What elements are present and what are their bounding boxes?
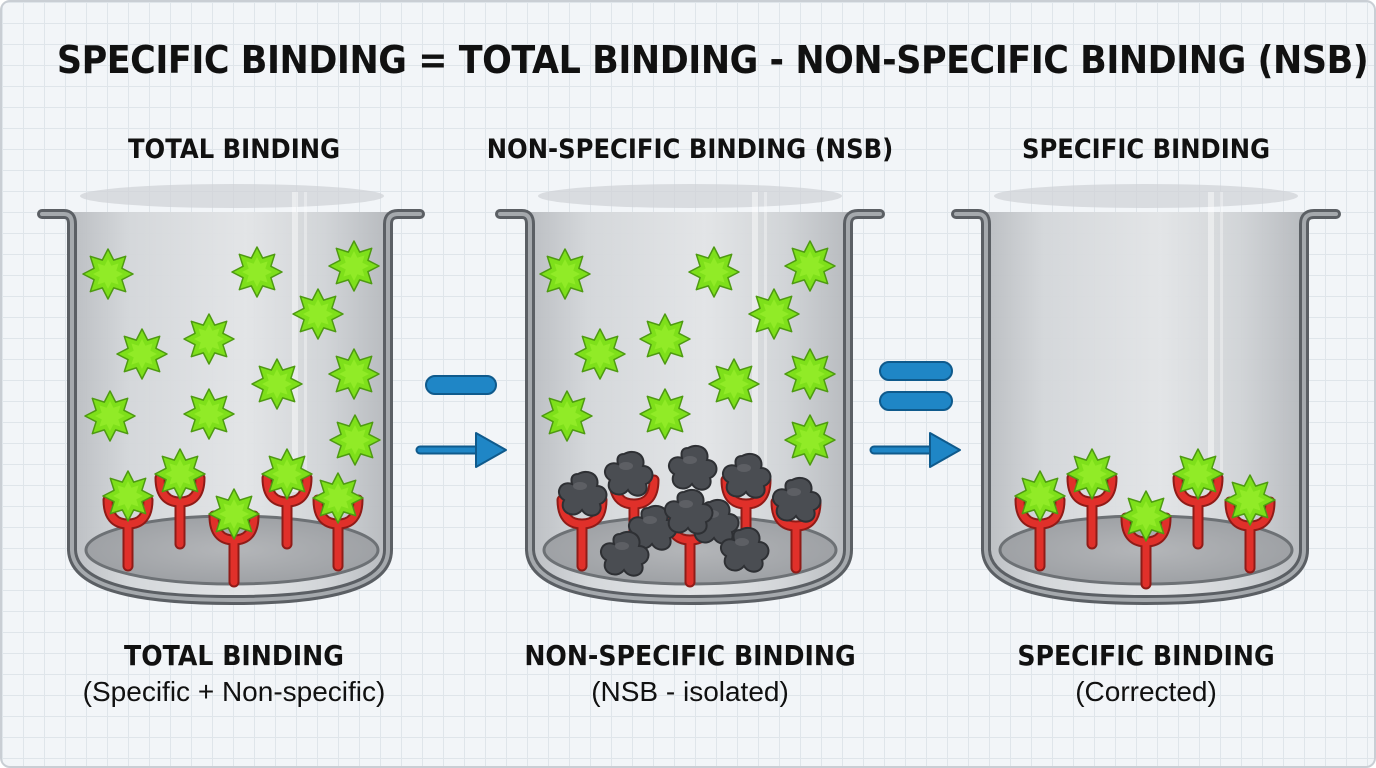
ligand-star-icon bbox=[1066, 448, 1118, 500]
right-arrow-icon bbox=[874, 433, 960, 467]
ligand-star-icon bbox=[639, 388, 691, 440]
panel-heading-nsb: NON-SPECIFIC BINDING (NSB) bbox=[486, 134, 894, 165]
ligand-star-icon bbox=[82, 248, 134, 300]
ligand-star-icon bbox=[1224, 474, 1276, 526]
caption-specific: SPECIFIC BINDING (Corrected) bbox=[1003, 638, 1289, 710]
ligand-star-icon bbox=[231, 246, 283, 298]
ligand-star-icon bbox=[183, 388, 235, 440]
caption-title: NON-SPECIFIC BINDING bbox=[524, 639, 856, 672]
ligand-star-icon bbox=[183, 313, 235, 365]
caption-title: TOTAL BINDING bbox=[124, 639, 344, 672]
ligand-star-icon bbox=[251, 358, 303, 410]
ligand-star-icon bbox=[574, 328, 626, 380]
ligand-star-icon bbox=[154, 448, 206, 500]
ligand-star-icon bbox=[102, 470, 154, 522]
ligand-star-icon bbox=[784, 348, 836, 400]
ligand-star-icon bbox=[292, 288, 344, 340]
caption-total: TOTAL BINDING (Specific + Non-specific) bbox=[83, 638, 386, 710]
minus-sign-icon bbox=[425, 375, 497, 395]
ligand-star-icon bbox=[541, 390, 593, 442]
ligand-star-icon bbox=[116, 328, 168, 380]
ligand-star-icon bbox=[328, 348, 380, 400]
ligand-star-icon bbox=[328, 240, 380, 292]
right-arrow-icon bbox=[420, 433, 506, 467]
ligand-star-icon bbox=[1120, 490, 1172, 542]
caption-nsb: NON-SPECIFIC BINDING (NSB - isolated) bbox=[506, 638, 874, 710]
ligand-star-icon bbox=[312, 472, 364, 524]
caption-subtitle: (NSB - isolated) bbox=[591, 676, 789, 707]
ligand-star-icon bbox=[688, 246, 740, 298]
main-title: SPECIFIC BINDING = TOTAL BINDING - NON-S… bbox=[56, 38, 1369, 82]
panel-heading-specific: SPECIFIC BINDING bbox=[1021, 134, 1271, 165]
ligand-star-icon bbox=[708, 358, 760, 410]
ligand-star-icon bbox=[784, 240, 836, 292]
ligand-star-icon bbox=[1014, 470, 1066, 522]
beaker-nsb bbox=[495, 184, 885, 605]
caption-subtitle: (Corrected) bbox=[1075, 676, 1217, 707]
beaker-total bbox=[37, 184, 425, 605]
ligand-star-icon bbox=[639, 313, 691, 365]
ligand-star-icon bbox=[748, 288, 800, 340]
ligand-star-icon bbox=[84, 390, 136, 442]
ligand-star-icon bbox=[329, 414, 381, 466]
caption-subtitle: (Specific + Non-specific) bbox=[82, 676, 386, 707]
ligand-star-icon bbox=[1172, 448, 1224, 500]
beaker-specific bbox=[951, 184, 1341, 605]
ligand-star-icon bbox=[261, 448, 313, 500]
panel-heading-total: TOTAL BINDING bbox=[127, 134, 341, 165]
ligand-star-icon bbox=[539, 248, 591, 300]
caption-title: SPECIFIC BINDING bbox=[1017, 639, 1275, 672]
equals-sign-icon bbox=[879, 361, 953, 411]
ligand-star-icon bbox=[208, 488, 260, 540]
ligand-star-icon bbox=[784, 414, 836, 466]
